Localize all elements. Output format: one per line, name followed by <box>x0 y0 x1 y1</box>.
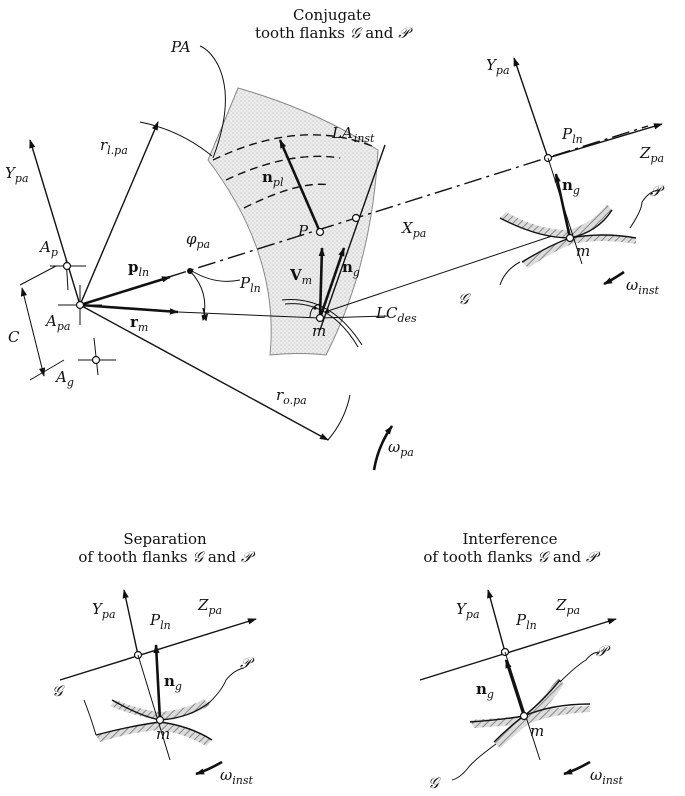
caption-top: Conjugate tooth flanks 𝒢 and 𝒫 <box>255 6 413 42</box>
svg-text:Pln: Pln <box>515 611 537 632</box>
label-PA: PA <box>170 38 191 56</box>
label-C: C <box>8 328 20 346</box>
svg-text:Ypa: Ypa <box>92 600 116 621</box>
radius-ropa <box>79 304 329 441</box>
label-pln: pln <box>128 258 149 279</box>
label-LCdes: LCdes <box>375 304 417 325</box>
label-phi: φpa <box>186 230 210 251</box>
label-ng: ng <box>342 258 360 279</box>
pa-leader <box>199 45 226 159</box>
panel-separation: Separation of tooth flanks 𝒢 and 𝒫 Zpa Y… <box>52 530 257 787</box>
svg-text:𝒫: 𝒫 <box>240 654 255 672</box>
label-omega-inst-right: ωinst <box>626 276 659 297</box>
point-Apa <box>75 300 85 310</box>
caption-interference-2: of tooth flanks 𝒢 and 𝒫 <box>423 548 601 566</box>
center-points: Ap Apa Ag C <box>8 238 116 389</box>
label-Ypa-right: Ypa <box>486 56 510 77</box>
axis-Ypa-left <box>29 139 81 306</box>
label-Pcal-right: 𝒫 <box>650 182 665 200</box>
label-Ap: Ap <box>38 238 58 259</box>
label-Ypa-left: Ypa <box>5 164 29 185</box>
vector-ng-right <box>554 173 572 239</box>
svg-text:Zpa: Zpa <box>555 596 580 617</box>
point-m <box>315 313 325 323</box>
svg-text:𝒫: 𝒫 <box>596 642 611 660</box>
label-ng-right: ng <box>562 176 580 197</box>
svg-text:ωinst: ωinst <box>590 766 623 787</box>
label-rm: rm <box>130 313 148 334</box>
radius-rlpa <box>79 121 159 306</box>
point-P <box>315 227 325 237</box>
caption-interference-1: Interference <box>462 530 557 548</box>
label-ropa: ro.pa <box>276 386 307 407</box>
svg-text:m: m <box>576 242 590 260</box>
label-LA: LAinst <box>331 124 375 145</box>
label-npl: npl <box>262 168 284 189</box>
svg-text:Zpa: Zpa <box>197 596 222 617</box>
label-m: m <box>312 322 326 340</box>
label-Pln-mid: Pln <box>239 274 261 295</box>
svg-text:ng: ng <box>164 672 182 693</box>
label-Apa: Apa <box>44 312 70 333</box>
axis-Zpa <box>547 123 663 159</box>
arc-rlpa <box>139 121 213 157</box>
label-rlpa: rl.pa <box>100 136 128 157</box>
label-G-right: 𝒢 <box>458 290 471 308</box>
svg-text:m: m <box>156 725 170 743</box>
svg-text:𝒢: 𝒢 <box>52 682 65 700</box>
pitch-area: PA <box>170 38 379 356</box>
point-Ap <box>62 261 72 271</box>
label-omega-pa: ωpa <box>388 438 414 459</box>
vector-rm <box>79 303 179 315</box>
caption-separation-1: Separation <box>123 530 207 548</box>
svg-text:Ypa: Ypa <box>456 600 480 621</box>
vector-npl <box>278 139 322 233</box>
label-Pln-right: Pln <box>561 125 583 146</box>
label-Xpa: Xpa <box>401 219 426 240</box>
svg-text:𝒢: 𝒢 <box>428 774 441 792</box>
label-P: P <box>297 222 309 240</box>
caption-top-line2: tooth flanks 𝒢 and 𝒫 <box>255 24 413 42</box>
omega-pa-arrow <box>372 425 394 471</box>
svg-text:m: m <box>530 722 544 740</box>
svg-text:ωinst: ωinst <box>220 766 253 787</box>
caption-top-line1: Conjugate <box>293 6 371 24</box>
point-Ag <box>91 355 101 365</box>
contact-conjugate: ng m 𝒫 𝒢 ωinst <box>458 157 665 308</box>
caption-separation-2: of tooth flanks 𝒢 and 𝒫 <box>78 548 256 566</box>
svg-text:ng: ng <box>476 680 494 701</box>
point-Xpa <box>351 213 361 223</box>
label-Zpa: Zpa <box>639 144 664 165</box>
axis-Ypa-right <box>513 57 549 159</box>
panel-interference: Interference of tooth flanks 𝒢 and 𝒫 Zpa… <box>419 530 623 792</box>
vector-pln <box>79 275 171 307</box>
vector-ng <box>318 247 346 319</box>
label-Ag: Ag <box>54 368 74 389</box>
label-Vm: Vm <box>289 266 312 287</box>
svg-text:Pln: Pln <box>149 611 171 632</box>
la-inst-line <box>319 144 386 331</box>
